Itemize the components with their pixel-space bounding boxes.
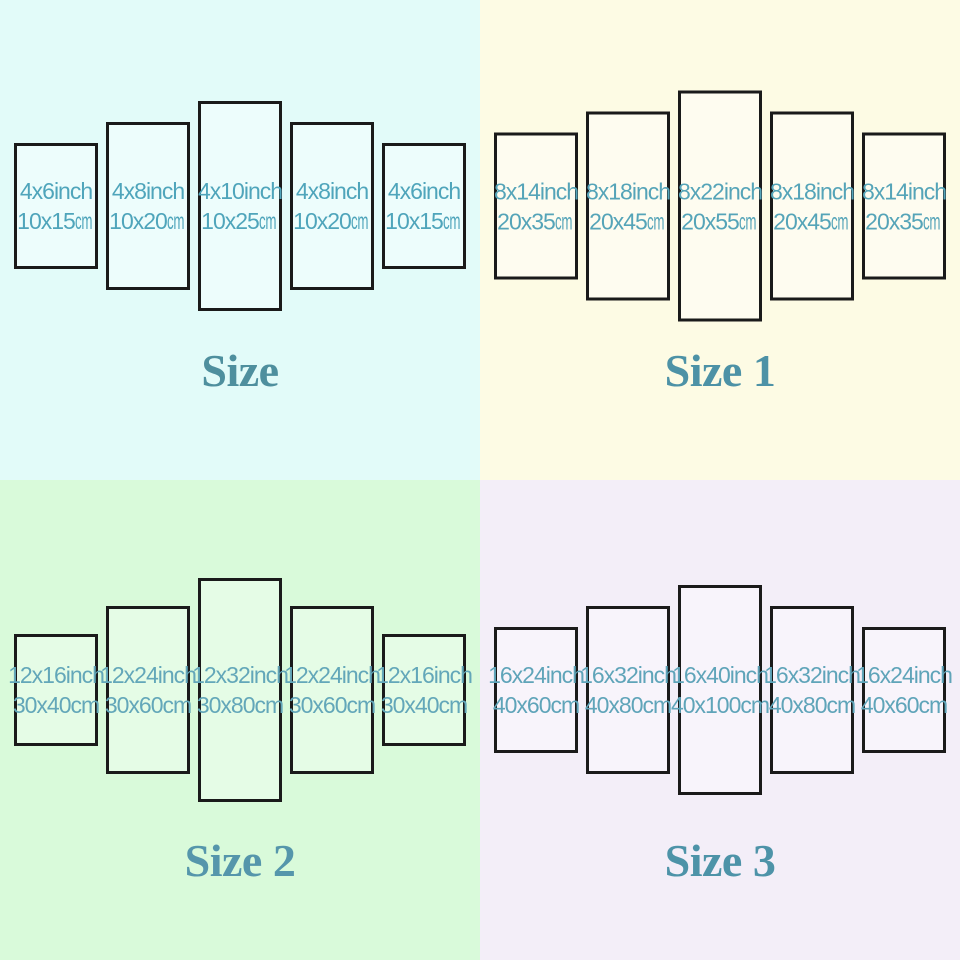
panel-inch-label: 8x14inch	[493, 178, 579, 204]
size-panel: 12x24inch 30x60cm	[100, 606, 197, 774]
panel-cm-label: 40x60cm	[860, 692, 948, 718]
size-panel: 12x24inch 30x60cm	[284, 606, 381, 774]
panel-cm-label: 30x60cm	[104, 692, 192, 718]
panel-cm-label: 20x35cm	[865, 208, 941, 234]
size-panel: 4x6inch 10x15cm	[382, 143, 466, 269]
condensed-cm-unit: cm	[258, 208, 277, 234]
quadrant-title: Size 2	[184, 835, 296, 886]
size-panel: 16x32inch 40x80cm	[764, 606, 861, 774]
size-panel: 4x8inch 10x20cm	[106, 122, 190, 290]
panel-inch-label: 8x22inch	[677, 178, 763, 204]
panel-row: 8x14inch 20x35cm 8x18inch 20x45cm 8x22inch 20…	[480, 90, 960, 322]
panel-inch-label: 8x14inch	[861, 178, 947, 204]
condensed-cm-unit: cm	[922, 208, 941, 234]
panel-inch-label: 4x8inch	[295, 178, 369, 204]
size-panel: 16x32inch 40x80cm	[580, 606, 677, 774]
panel-cm-label: 40x80cm	[768, 692, 856, 718]
panel-inch-label: 16x32inch	[764, 662, 861, 688]
condensed-cm-unit: cm	[350, 208, 369, 234]
panel-inch-label: 12x24inch	[100, 662, 197, 688]
size-panel: 8x14inch 20x35cm	[861, 132, 947, 280]
panel-cm-label: 40x80cm	[584, 692, 672, 718]
panel-inch-label: 16x24inch	[488, 662, 585, 688]
quadrant-title: Size 3	[664, 835, 776, 886]
condensed-cm-unit: cm	[166, 208, 185, 234]
panel-cm-label: 10x15cm	[385, 208, 461, 234]
quadrant-title: Size	[201, 345, 279, 396]
panel-inch-label: 12x24inch	[284, 662, 381, 688]
panel-cm-label: 10x20cm	[293, 208, 369, 234]
panel-cm-label: 20x55cm	[681, 208, 757, 234]
size-panel: 16x24inch 40x60cm	[856, 627, 953, 753]
panel-inch-label: 16x32inch	[580, 662, 677, 688]
panel-cm-label: 40x60cm	[492, 692, 580, 718]
size-panel: 8x18inch 20x45cm	[769, 111, 855, 301]
panel-inch-label: 4x8inch	[111, 178, 185, 204]
panel-inch-label: 4x6inch	[19, 178, 93, 204]
condensed-cm-unit: cm	[646, 208, 665, 234]
condensed-cm-unit: cm	[738, 208, 757, 234]
size-panel: 12x16inch 30x40cm	[376, 634, 473, 746]
panel-inch-label: 16x24inch	[856, 662, 953, 688]
quadrant-size: 4x6inch 10x15cm 4x8inch 10x20cm 4x10inch 10x2…	[0, 0, 480, 480]
size-panel: 8x22inch 20x55cm	[677, 90, 763, 322]
panel-inch-label: 4x10inch	[197, 178, 283, 204]
panel-cm-label: 40x100cm	[670, 692, 770, 718]
panel-cm-label: 30x40cm	[380, 692, 468, 718]
panel-inch-label: 12x16inch	[376, 662, 473, 688]
panel-inch-label: 8x18inch	[585, 178, 671, 204]
panel-cm-label: 20x45cm	[589, 208, 665, 234]
size-panel: 12x32inch 30x80cm	[192, 578, 289, 802]
size-panel: 4x8inch 10x20cm	[290, 122, 374, 290]
panel-cm-label: 30x40cm	[12, 692, 100, 718]
panel-inch-label: 8x18inch	[769, 178, 855, 204]
panel-row: 4x6inch 10x15cm 4x8inch 10x20cm 4x10inch 10x2…	[0, 101, 480, 311]
panel-cm-label: 20x45cm	[773, 208, 849, 234]
size-panel: 8x18inch 20x45cm	[585, 111, 671, 301]
condensed-cm-unit: cm	[830, 208, 849, 234]
size-panel: 16x40inch 40x100cm	[671, 585, 770, 795]
quadrant-title: Size 1	[664, 345, 776, 396]
size-panel: 12x16inch 30x40cm	[8, 634, 105, 746]
panel-cm-label: 10x15cm	[17, 208, 93, 234]
quadrant-size-1: 8x14inch 20x35cm 8x18inch 20x45cm 8x22inch 20…	[480, 0, 960, 480]
panel-cm-label: 30x80cm	[196, 692, 284, 718]
condensed-cm-unit: cm	[442, 208, 461, 234]
condensed-cm-unit: cm	[554, 208, 573, 234]
condensed-cm-unit: cm	[74, 208, 93, 234]
size-panel: 16x24inch 40x60cm	[488, 627, 585, 753]
panel-inch-label: 16x40inch	[672, 662, 769, 688]
panel-cm-label: 10x20cm	[109, 208, 185, 234]
panel-cm-label: 20x35cm	[497, 208, 573, 234]
panel-cm-label: 10x25cm	[201, 208, 277, 234]
size-panel: 4x6inch 10x15cm	[14, 143, 98, 269]
size-panel: 8x14inch 20x35cm	[493, 132, 579, 280]
panel-inch-label: 12x32inch	[192, 662, 289, 688]
panel-inch-label: 4x6inch	[387, 178, 461, 204]
panel-inch-label: 12x16inch	[8, 662, 105, 688]
panel-cm-label: 30x60cm	[288, 692, 376, 718]
size-panel: 4x10inch 10x25cm	[197, 101, 283, 311]
